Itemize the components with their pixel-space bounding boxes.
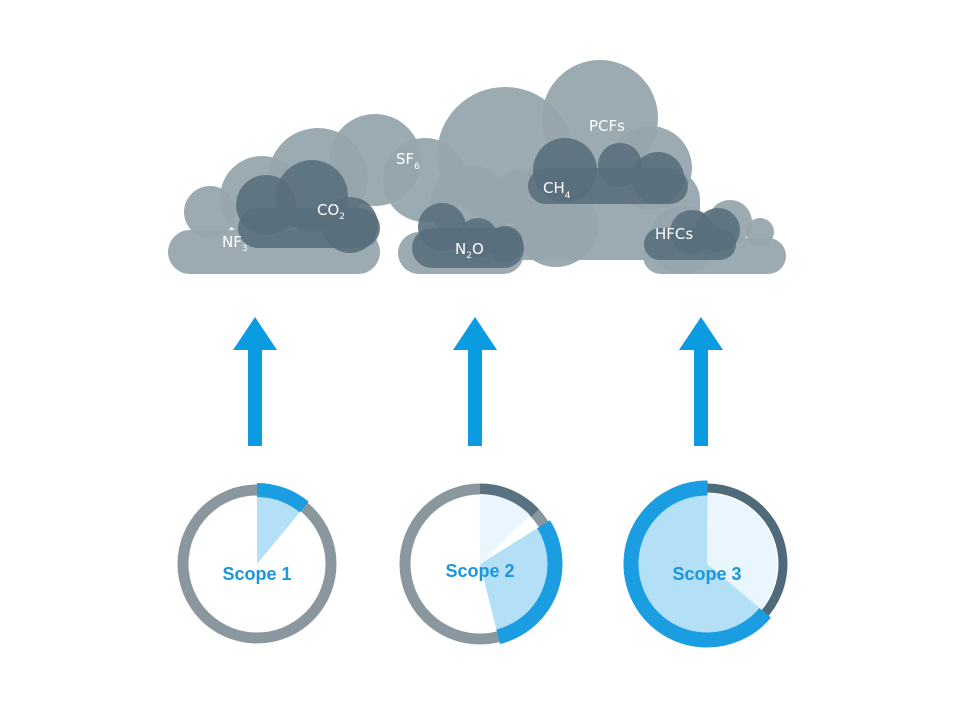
- scope-2-ring: Scope 2: [399, 483, 563, 645]
- cloud-hfcs-dark: [644, 208, 740, 260]
- gas-label-nf3: NF3: [222, 233, 248, 254]
- scope-1-label: Scope 1: [222, 564, 291, 584]
- cloud-n2o-dark: [412, 203, 524, 268]
- scope-2-dark-cap: [479, 483, 540, 517]
- gas-label-sf6: SF6: [396, 150, 420, 172]
- up-arrow-scope-3: [679, 317, 723, 446]
- scope-1-fill-wedge: [257, 495, 301, 564]
- gas-label-pcfs: PCFs: [589, 117, 625, 135]
- scope-1-ring: Scope 1: [177, 483, 337, 644]
- up-arrow-scope-2: [453, 317, 497, 446]
- cloud-ch4-dark: [528, 138, 688, 204]
- gas-label-hfcs: HFCs: [655, 225, 693, 243]
- scope-3-fill-wedge: [636, 494, 761, 635]
- scope-3-ring: Scope 3: [623, 480, 788, 648]
- scope-2-label: Scope 2: [445, 561, 514, 581]
- up-arrow-scope-1: [233, 317, 277, 446]
- gas-label-ch4: CH4: [543, 179, 571, 201]
- scope-2-pale-wedge: [480, 494, 530, 564]
- scope-1-highlight-arc: [256, 483, 309, 513]
- cloud-co2-dark: [236, 160, 380, 253]
- scope-3-label: Scope 3: [672, 564, 741, 584]
- scope-2-highlight-arc: [496, 520, 563, 645]
- scope-3-highlight-arc: [623, 480, 771, 648]
- scope-2-fill-wedge: [480, 526, 550, 632]
- emissions-cloud-group: [168, 60, 786, 274]
- gas-label-co2: CO2: [317, 201, 345, 222]
- gas-label-n2o: N2O: [455, 240, 484, 261]
